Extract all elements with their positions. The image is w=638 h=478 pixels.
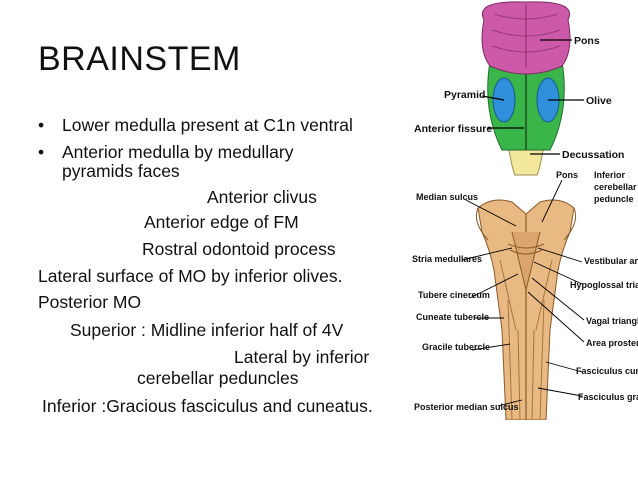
brainstem-figure: Pons Olive Pyramid Anterior fissure Decu…	[412, 1, 638, 420]
text-anterior-clivus: Anterior clivus	[207, 187, 317, 207]
label-anterior-fissure: Anterior fissure	[414, 123, 492, 135]
text-posterior-mo: Posterior MO	[38, 292, 142, 312]
text-lateral-surface: Lateral surface of MO by inferior olives…	[38, 266, 343, 286]
label-peduncle: peduncle	[594, 194, 634, 204]
text-rostral-odontoid: Rostral odontoid process	[142, 239, 336, 259]
bullet-text-2-cont: pyramids faces	[62, 161, 180, 181]
label-median-sulcus: Median sulcus	[416, 192, 478, 202]
text-cerebellar-peduncles: cerebellar peduncles	[137, 368, 299, 388]
label-gracile-tubercle: Gracile tubercle	[422, 342, 490, 352]
bullet-dot: •	[38, 115, 45, 135]
label-vestibular-area: Vestibular area	[584, 256, 638, 266]
label-cuneate-tubercle: Cuneate tubercle	[416, 312, 489, 322]
bullet-text-1: Lower medulla present at C1n ventral	[62, 115, 353, 135]
slide-title: BRAINSTEM	[38, 40, 241, 78]
label-cerebellar: cerebellar	[594, 182, 637, 192]
label-vagal-triangle: Vagal triangle	[586, 316, 638, 326]
text-anterior-edge-fm: Anterior edge of FM	[144, 212, 299, 232]
label-olive: Olive	[586, 95, 612, 107]
text-inferior: Inferior :Gracious fasciculus and cuneat…	[42, 396, 373, 416]
label-pons: Pons	[574, 35, 600, 47]
bullet-dot: •	[38, 142, 45, 162]
label-pyramid: Pyramid	[444, 89, 485, 101]
label-area-prostema: Area prostema	[586, 338, 638, 348]
label-inferior: Inferior	[594, 170, 626, 180]
bullet-text-2: Anterior medulla by medullary	[62, 142, 294, 162]
label-pons-dorsal: Pons	[556, 170, 578, 180]
label-decussation: Decussation	[562, 149, 624, 161]
label-hypoglossal-triangle: Hypoglossal triangle	[570, 280, 638, 290]
label-posterior-median-sulcus: Posterior median sulcus	[414, 402, 519, 412]
ventral-brainstem-illustration	[481, 1, 584, 176]
text-lateral-by: Lateral by inferior	[234, 347, 370, 367]
dorsal-brainstem-illustration	[461, 179, 585, 420]
label-fasciculus-gracilis: Fasciculus gracilis	[578, 392, 638, 402]
label-stria-medullares: Stria medullares	[412, 254, 482, 264]
label-fasciculus-cuneatus: Fasciculus cuneatus	[576, 366, 638, 376]
text-superior: Superior : Midline inferior half of 4V	[70, 320, 344, 340]
label-tubere-cinereum: Tubere cinereum	[418, 290, 490, 300]
